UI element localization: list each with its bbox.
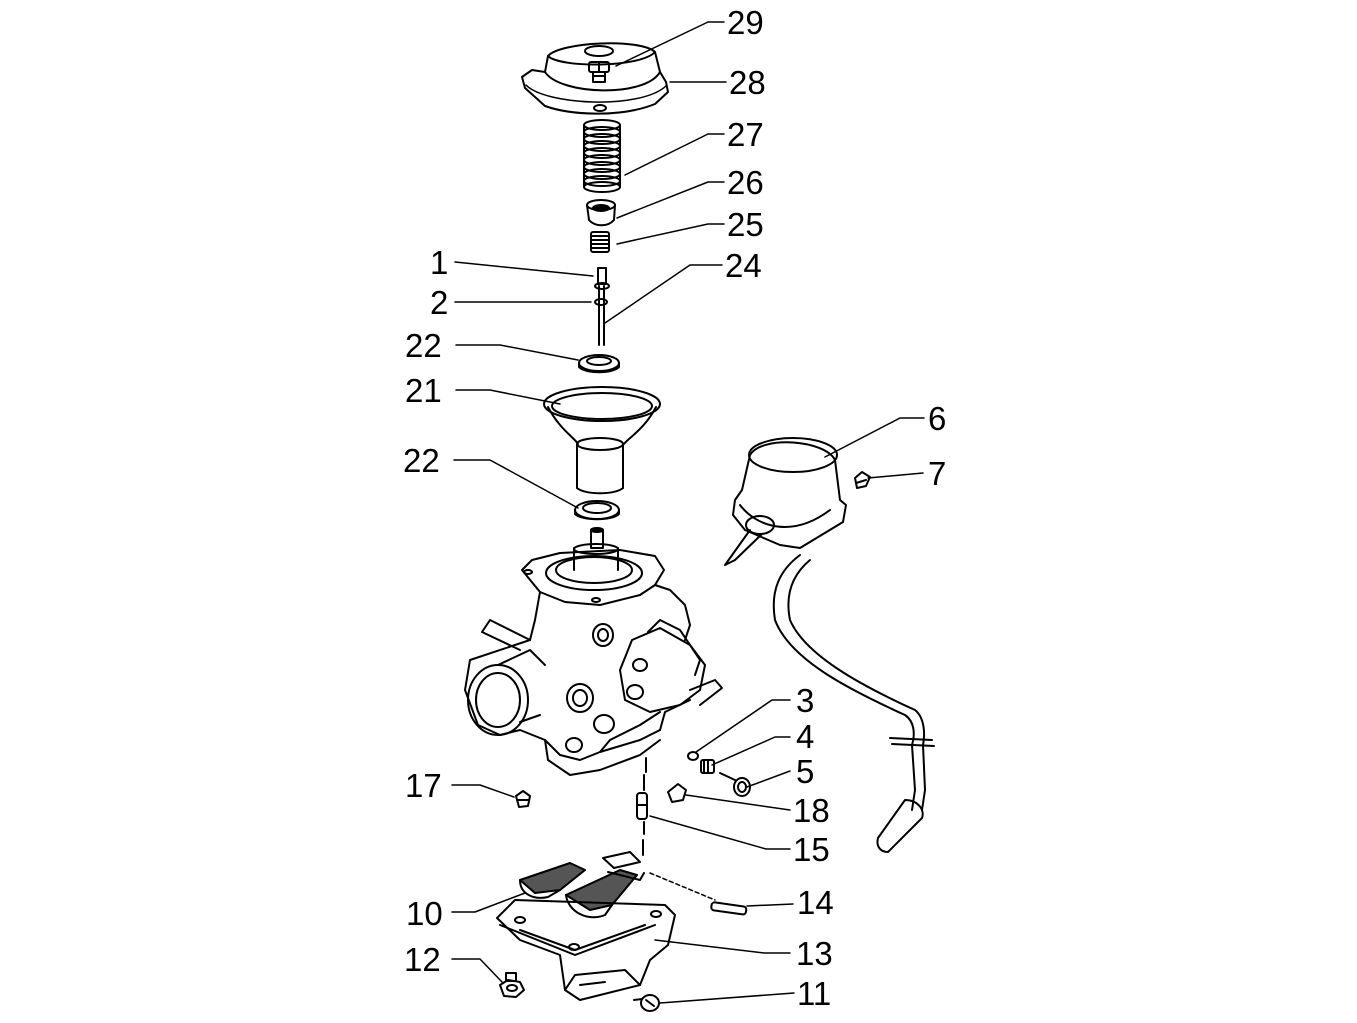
needle-part — [594, 267, 610, 346]
drain-screw-part — [499, 972, 525, 998]
callout-11: 11 — [797, 975, 832, 1012]
callout-5: 5 — [796, 753, 815, 790]
callout-27: 27 — [727, 116, 764, 153]
callout-4: 4 — [796, 718, 815, 755]
jet-part — [636, 757, 648, 856]
callout-17: 17 — [405, 767, 442, 804]
callout-29: 29 — [727, 4, 764, 41]
callout-14: 14 — [797, 884, 834, 921]
float-bowl-part — [496, 899, 676, 1001]
bowl-screw-part — [633, 994, 660, 1012]
callout-22-upper: 22 — [405, 327, 442, 364]
callout-28: 28 — [729, 64, 766, 101]
callout-2: 2 — [430, 284, 449, 321]
callout-10: 10 — [406, 895, 443, 932]
callout-6: 6 — [928, 400, 947, 437]
callout-1: 1 — [430, 244, 449, 281]
leader-lines — [451, 21, 925, 1004]
callout-18: 18 — [793, 792, 830, 829]
callout-26: 26 — [727, 164, 764, 201]
callout-3: 3 — [796, 682, 815, 719]
callout-25: 25 — [727, 206, 764, 243]
cover-cap-part — [521, 42, 669, 115]
callout-15: 15 — [793, 831, 830, 868]
spring-part — [583, 119, 621, 193]
nut-part — [515, 790, 531, 808]
callout-22-lower: 22 — [403, 442, 440, 479]
washer-lower-part — [574, 500, 620, 521]
washer-upper-part — [578, 354, 620, 374]
diaphragm-slide-part — [543, 386, 661, 495]
callout-13: 13 — [796, 935, 833, 972]
float-pin-part — [649, 872, 748, 916]
idle-screw-parts — [667, 751, 751, 803]
auto-choke-part — [724, 437, 935, 853]
choke-screw-part — [854, 471, 871, 489]
carburetor-body-part — [464, 527, 723, 776]
callout-21: 21 — [405, 372, 442, 409]
callout-12: 12 — [404, 941, 441, 978]
callout-7: 7 — [928, 455, 947, 492]
callout-24: 24 — [725, 247, 762, 284]
small-spring-part — [590, 231, 610, 253]
float-part — [519, 851, 645, 919]
retainer-part — [586, 199, 616, 227]
